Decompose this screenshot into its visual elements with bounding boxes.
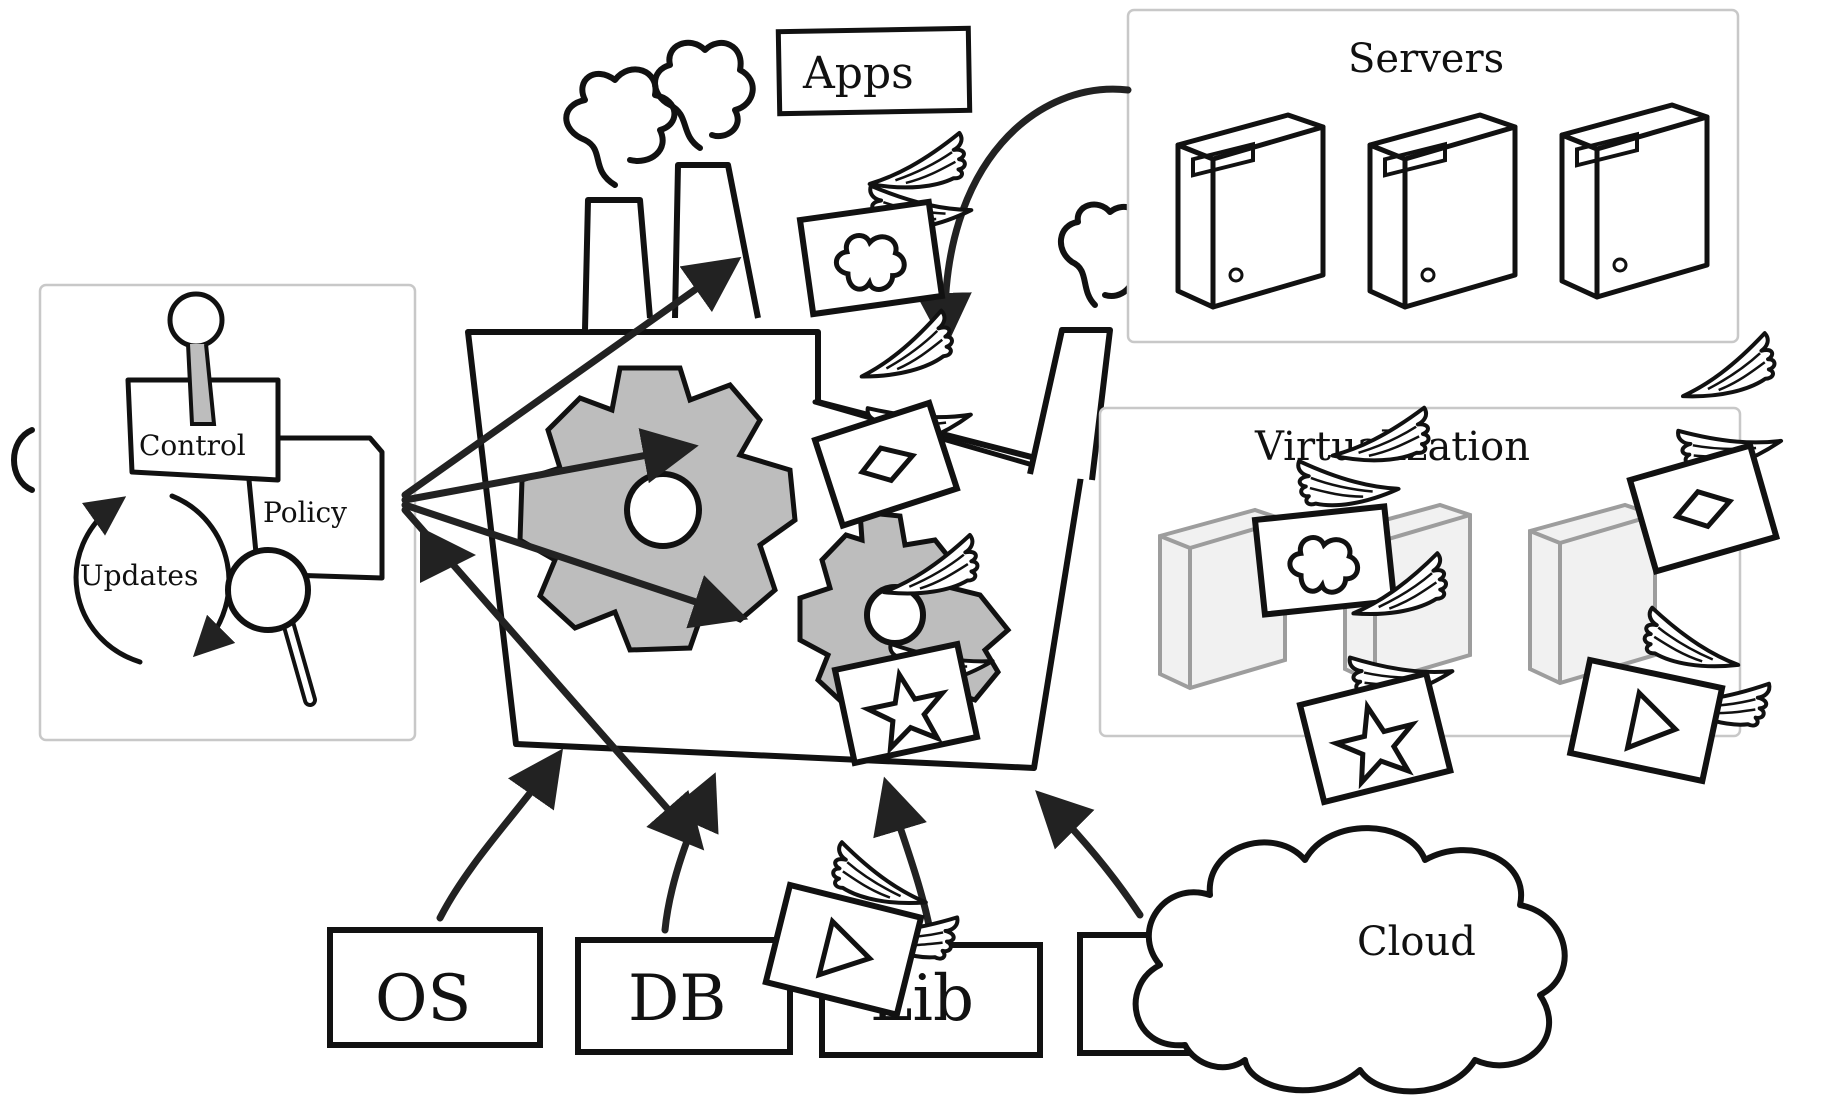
flow-arrows — [401, 85, 1144, 934]
arrow-lib-to-factory — [873, 776, 934, 934]
winged-package-icon — [796, 130, 975, 318]
virtual-server-icon — [1528, 502, 1657, 686]
chimney-3 — [1027, 327, 1113, 481]
winged-package-icon — [1251, 405, 1433, 618]
arrow-cloud-to-factory — [1035, 790, 1144, 919]
panel-connector — [11, 427, 35, 493]
magnifier-icon — [225, 547, 317, 707]
servers-panel: Servers — [1126, 8, 1740, 344]
winged-package-icon — [1626, 330, 1786, 576]
smoke-2 — [652, 39, 756, 151]
pushpin-icon — [167, 291, 225, 426]
db-label: DB — [628, 962, 726, 1036]
updates-label: Updates — [80, 559, 198, 592]
policy-label: Policy — [263, 496, 347, 529]
os-box: OS — [327, 927, 543, 1048]
factory-icon — [465, 39, 1152, 771]
arrow-os-to-factory — [436, 748, 564, 922]
apps-box: Apps — [775, 25, 973, 117]
winged-package-icon — [762, 839, 961, 1019]
arrow-servers-to-factory — [915, 85, 1132, 349]
arrow-policy-to-gear-2 — [401, 501, 749, 629]
arrow-policy-to-apps — [401, 256, 742, 499]
cloud-icon: Cloud — [1132, 825, 1568, 1095]
servers-label: Servers — [1348, 36, 1504, 82]
control-note — [125, 377, 281, 483]
os-label: OS — [375, 962, 471, 1036]
cycle-arrows-icon — [73, 493, 236, 665]
winged-package-icon — [1566, 605, 1773, 785]
arrow-policy-to-gear — [401, 428, 699, 504]
server-icon — [1175, 112, 1326, 310]
winged-package-icon — [1296, 550, 1457, 806]
server-icon — [1559, 102, 1710, 300]
server-icon — [1367, 112, 1518, 310]
winged-package-icon — [811, 308, 976, 530]
cloud-label: Cloud — [1357, 919, 1476, 965]
winged-package-icon — [831, 532, 997, 767]
chimney-1 — [582, 197, 653, 331]
apps-label: Apps — [802, 48, 914, 99]
smoke-1 — [563, 66, 678, 188]
governance-panel: Policy Control Updates — [11, 283, 417, 742]
arrow-db-to-factory — [661, 772, 719, 934]
virtual-server-icon — [1158, 507, 1287, 691]
control-label: Control — [139, 429, 246, 462]
db-box: DB — [575, 937, 793, 1055]
